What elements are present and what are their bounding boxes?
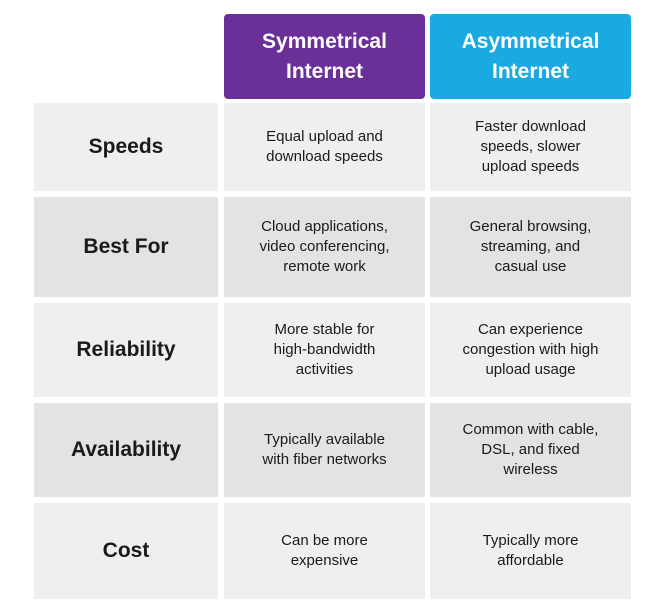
row-speeds: Speeds Equal upload and download speeds … xyxy=(34,103,631,191)
row-label: Cost xyxy=(34,503,218,599)
header-symmetrical-internet: Symmetrical Internet xyxy=(224,14,425,99)
symmetrical-value: Equal upload and download speeds xyxy=(224,103,425,191)
row-reliability: Reliability More stable for high-bandwid… xyxy=(34,303,631,397)
symmetrical-value: Cloud applications, video conferencing, … xyxy=(224,197,425,297)
row-label: Speeds xyxy=(34,103,218,191)
symmetrical-value: Typically available with fiber networks xyxy=(224,403,425,497)
row-availability: Availability Typically available with fi… xyxy=(34,403,631,497)
row-cost: Cost Can be more expensive Typically mor… xyxy=(34,503,631,599)
asymmetrical-value: Faster download speeds, slower upload sp… xyxy=(430,103,631,191)
row-label: Best For xyxy=(34,197,218,297)
row-best-for: Best For Cloud applications, video confe… xyxy=(34,197,631,297)
row-label: Reliability xyxy=(34,303,218,397)
asymmetrical-value: Common with cable, DSL, and fixed wirele… xyxy=(430,403,631,497)
row-label: Availability xyxy=(34,403,218,497)
header-asymmetrical-internet: Asymmetrical Internet xyxy=(430,14,631,99)
symmetrical-value: Can be more expensive xyxy=(224,503,425,599)
symmetrical-value: More stable for high-bandwidth activitie… xyxy=(224,303,425,397)
asymmetrical-value: Typically more affordable xyxy=(430,503,631,599)
asymmetrical-value: General browsing, streaming, and casual … xyxy=(430,197,631,297)
asymmetrical-value: Can experience congestion with high uplo… xyxy=(430,303,631,397)
